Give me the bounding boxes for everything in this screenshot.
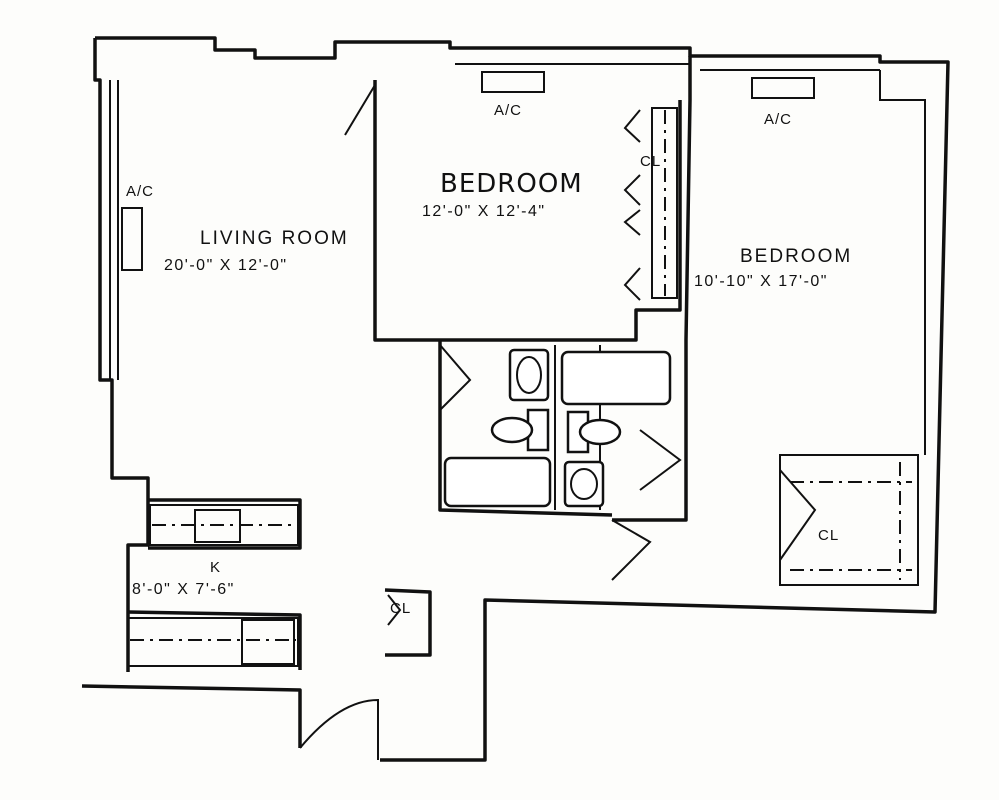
living-room-dims: 20'-0" X 12'-0" [164, 257, 288, 274]
bedroom2-dims: 10'-10" X 17'-0" [694, 273, 828, 290]
ac-label-living: A/C [126, 183, 154, 200]
bathroom-fixtures [443, 348, 672, 508]
ac-unit-living [121, 207, 143, 271]
ac-label-bedroom1: A/C [494, 102, 522, 119]
bedroom1-name: BEDROOM [440, 169, 583, 199]
closet-label-bedroom2: CL [818, 527, 839, 544]
kitchen-counters [127, 504, 299, 667]
living-room-name: LIVING ROOM [200, 228, 349, 249]
toilet-right [578, 418, 622, 446]
closet-label-bedroom1: CL [640, 153, 661, 170]
kitchen-dims: 8'-0" X 7'-6" [132, 581, 235, 598]
closets [623, 107, 919, 586]
bedroom1-dims: 12'-0" X 12'-4" [422, 203, 546, 220]
toilet-left [490, 416, 534, 444]
bedroom2-name: BEDROOM [740, 246, 852, 267]
bathtub-left [443, 456, 552, 508]
ac-unit-bedroom2 [751, 77, 815, 99]
closet-label-entry: CL [390, 600, 411, 617]
ac-units [121, 71, 815, 271]
doors [299, 84, 817, 760]
kitchen-name: K [210, 559, 221, 576]
ac-label-bedroom2: A/C [764, 111, 792, 128]
labels: A/C A/C A/C LIVING ROOM 20'-0" X 12'-0" … [126, 102, 852, 617]
ac-unit-bedroom1 [481, 71, 545, 93]
exterior-walls [81, 36, 950, 762]
bathtub-right [560, 350, 672, 406]
